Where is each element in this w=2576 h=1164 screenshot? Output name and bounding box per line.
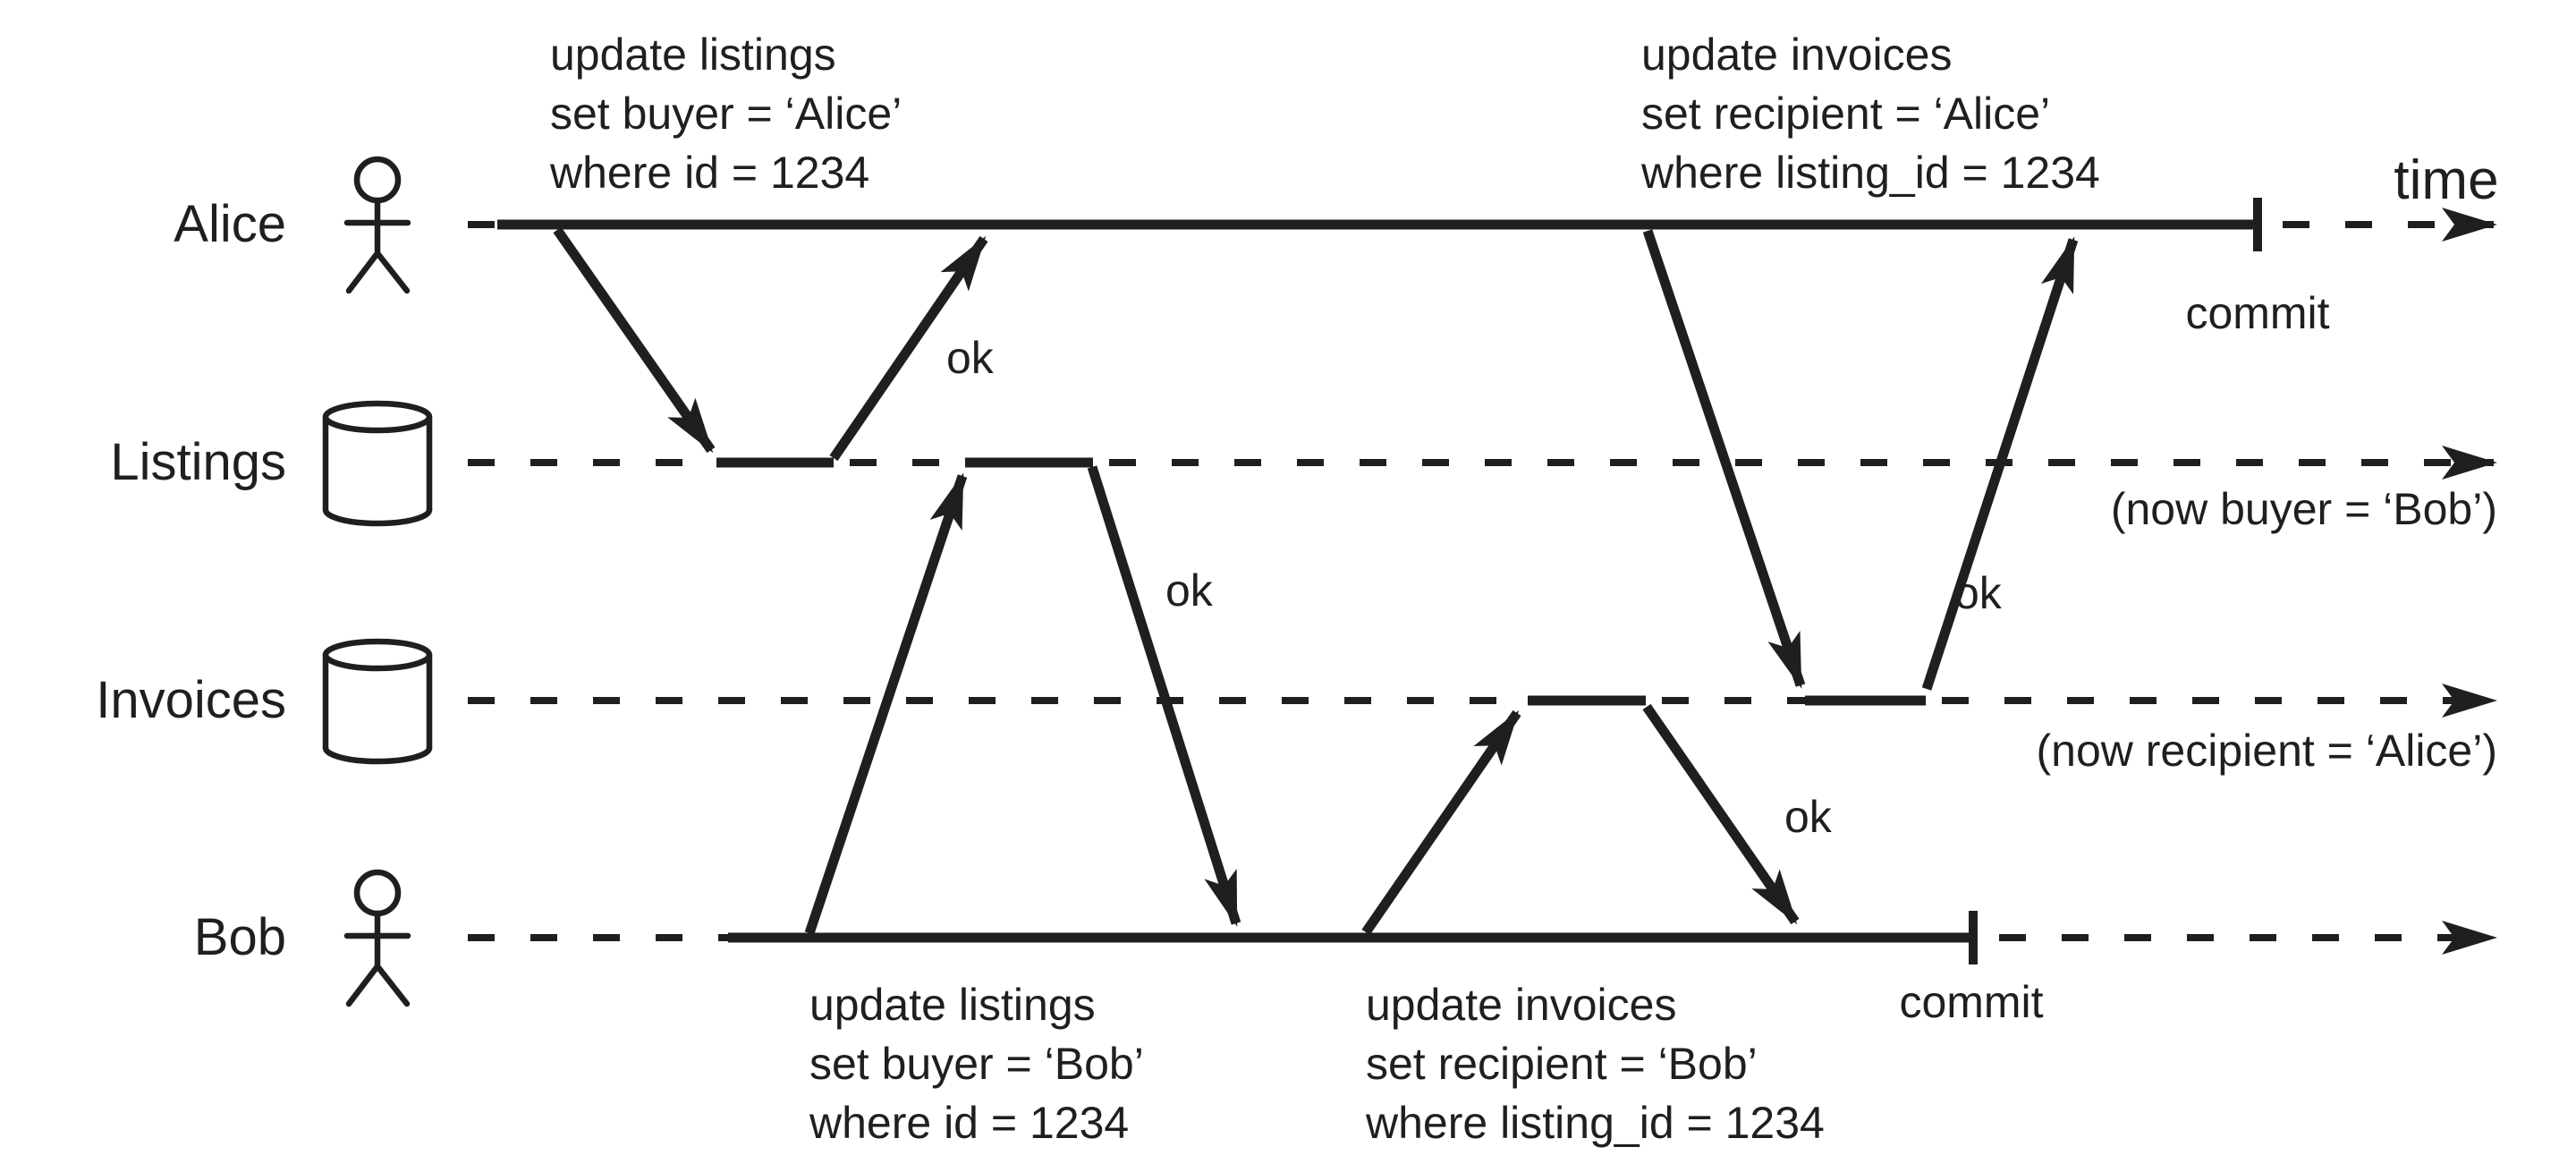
arrow-alice-update-invoices — [1642, 229, 1806, 689]
annotation-line: where id = 1234 — [809, 1098, 1129, 1148]
annotation-line: where listing_id = 1234 — [1640, 148, 2100, 198]
annotation-line: update invoices — [1366, 980, 1676, 1030]
arrow-bob-update-listings — [804, 472, 968, 935]
invoices-state-note: (now recipient = ‘Alice’) — [2037, 726, 2497, 776]
ok-label-listings-to-alice: ok — [946, 333, 995, 383]
listings-database-icon — [322, 400, 433, 527]
arrow-bob-update-invoices — [1361, 709, 1521, 936]
annotation-line: where listing_id = 1234 — [1365, 1098, 1825, 1148]
annotation-line: set recipient = ‘Bob’ — [1366, 1039, 1758, 1089]
alice-commit-label: commit — [2185, 288, 2329, 338]
bob-commit-label: commit — [1899, 977, 2043, 1027]
actor-label-bob: Bob — [194, 908, 286, 966]
arrow-alice-update-listings — [553, 226, 716, 454]
actor-label-invoices: Invoices — [96, 671, 286, 729]
listings-state-note: (now buyer = ‘Bob’) — [2111, 484, 2497, 534]
annotation-line: update listings — [550, 30, 836, 80]
ok-label-invoices-to-alice: ok — [1954, 568, 2003, 618]
annotation-bob-update-listings: update listings set buyer = ‘Bob’ where … — [809, 980, 1144, 1148]
bob-lifeline — [468, 911, 2497, 964]
alice-lifeline — [468, 198, 2497, 251]
arrow-listings-ok-to-alice — [829, 235, 988, 462]
ok-label-invoices-to-bob: ok — [1784, 792, 1833, 842]
time-axis-label: time — [2394, 149, 2498, 211]
bob-person-icon — [343, 869, 411, 1007]
invoices-database-icon — [322, 638, 433, 765]
arrow-invoices-ok-to-alice — [1921, 236, 2079, 691]
actor-label-alice: Alice — [174, 195, 286, 253]
annotation-bob-update-invoices: update invoices set recipient = ‘Bob’ wh… — [1365, 980, 1825, 1148]
alice-person-icon — [343, 156, 411, 294]
annotation-alice-update-listings: update listings set buyer = ‘Alice’ wher… — [549, 30, 902, 198]
annotation-line: set buyer = ‘Alice’ — [550, 89, 902, 139]
arrow-invoices-ok-to-bob — [1642, 703, 1800, 925]
actor-label-listings: Listings — [110, 433, 286, 491]
annotation-line: update invoices — [1641, 30, 1952, 80]
arrow-listings-ok-to-bob — [1087, 465, 1241, 927]
annotation-line: set recipient = ‘Alice’ — [1641, 89, 2050, 139]
ok-label-listings-to-bob: ok — [1165, 565, 1214, 616]
annotation-line: update listings — [809, 980, 1096, 1030]
annotation-line: where id = 1234 — [549, 148, 869, 198]
annotation-line: set buyer = ‘Bob’ — [809, 1039, 1144, 1089]
annotation-alice-update-invoices: update invoices set recipient = ‘Alice’ … — [1640, 30, 2100, 198]
